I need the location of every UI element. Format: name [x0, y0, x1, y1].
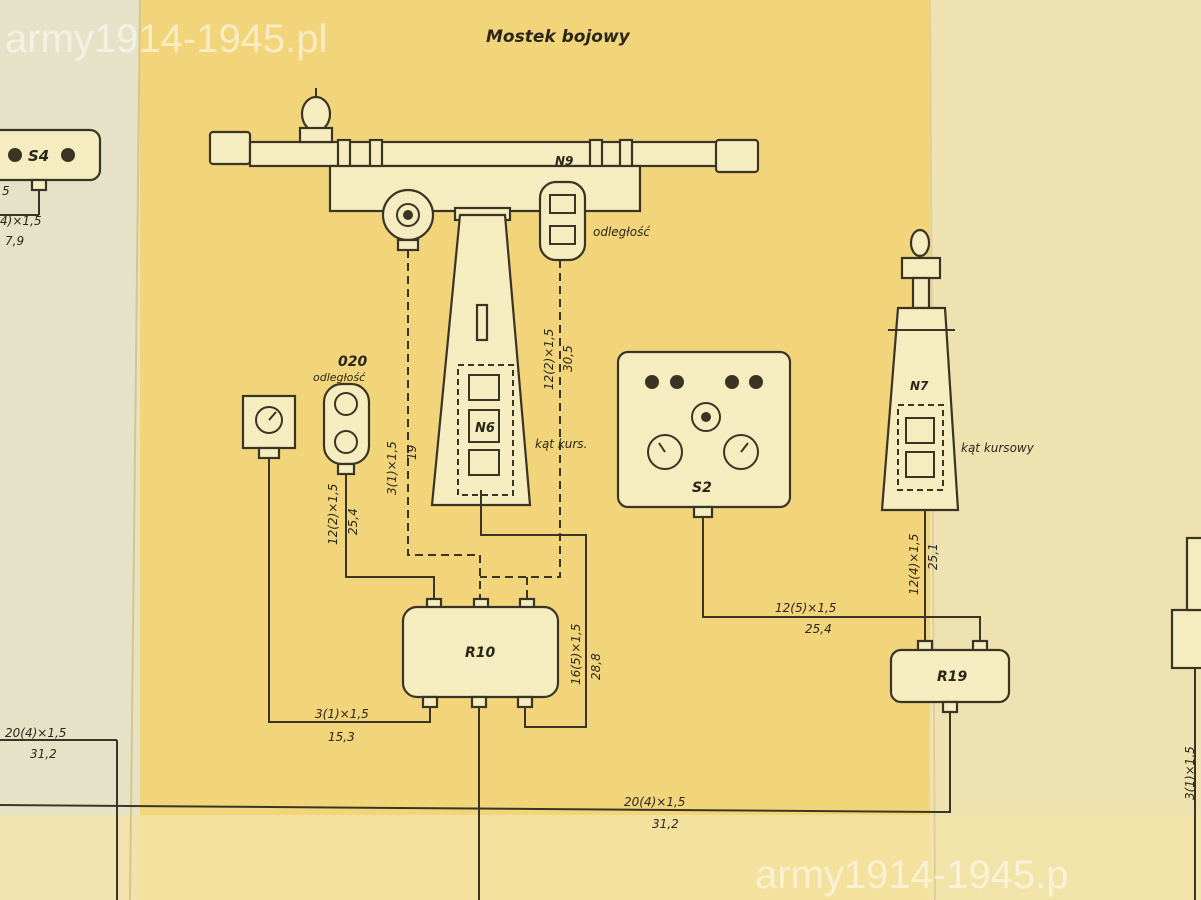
cable-r10-left-a: 3(1)×1,5 — [315, 707, 369, 721]
cable-n9-r10-b: 19 — [405, 445, 419, 460]
fold-line-left — [129, 0, 141, 900]
cable-n9-r10-a: 3(1)×1,5 — [385, 441, 399, 495]
cable-o20-b: 25,4 — [346, 508, 360, 535]
cable-n9-right-b: 30,5 — [561, 345, 575, 372]
label-kat-kurs: kąt kurs. — [535, 437, 587, 451]
s4-label: S4 — [28, 147, 49, 165]
cable-n9-right-a: 12(2)×1,5 — [542, 329, 556, 390]
cable-left-a: 5 — [2, 184, 10, 198]
cable-left-c: 7,9 — [5, 234, 24, 248]
cable-far-left-a: 20(4)×1,5 — [5, 726, 66, 740]
n6-pedestal: N6 — [430, 213, 532, 507]
label-odleglosc-n9: odległość — [593, 225, 650, 239]
cable-r10-right-b: 28,8 — [589, 653, 603, 680]
label-odleglosc-o20: odległość — [313, 371, 366, 384]
n9-rangefinder: N9 — [208, 88, 760, 262]
cable-r10-left-b: 15,3 — [328, 730, 355, 744]
cable-left-b: 4)×1,5 — [0, 214, 41, 228]
o20-distance-indicator: 020 odległość — [313, 354, 371, 476]
label-kat-kursowy: kąt kursowy — [961, 441, 1035, 455]
n7-pedestal: N7 — [880, 228, 960, 512]
s4-panel: S4 — [0, 128, 102, 216]
r19-junction-box: R19 — [889, 639, 1011, 714]
diagram-title: Mostek bojowy — [486, 27, 631, 47]
wiring — [0, 250, 981, 900]
cable-n7-a: 12(4)×1,5 — [907, 534, 921, 595]
n9-label: N9 — [555, 154, 573, 168]
n7-label: N7 — [910, 379, 929, 393]
watermark-bottom: army1914-1945.p — [755, 853, 1069, 897]
cable-s2-b: 25,4 — [805, 622, 832, 636]
cable-main-a: 20(4)×1,5 — [624, 795, 685, 809]
s2-label: S2 — [692, 480, 712, 496]
bottom-paper-fold — [0, 815, 1201, 900]
r10-label: R10 — [465, 645, 496, 661]
r10-junction-box: R10 — [401, 597, 560, 709]
right-edge-device — [1170, 536, 1201, 900]
cable-o20-a: 12(2)×1,5 — [326, 484, 340, 545]
right-paper-sheet — [930, 0, 1201, 900]
watermark-top: army1914-1945.pl — [5, 17, 327, 61]
r19-label: R19 — [937, 669, 968, 685]
cable-main-b: 31,2 — [652, 817, 679, 831]
cable-far-left-b: 31,2 — [30, 747, 57, 761]
s2-panel: S2 — [616, 350, 792, 519]
o20-label: 020 — [338, 354, 367, 370]
cable-edge-right: 3(1)×1,5 — [1183, 746, 1197, 800]
indicator-box — [241, 394, 297, 460]
cable-r10-right-a: 16(5)×1,5 — [569, 624, 583, 685]
cable-n7-b: 25,1 — [926, 543, 940, 570]
n6-label: N6 — [475, 421, 495, 436]
cable-s2-a: 12(5)×1,5 — [775, 601, 836, 615]
